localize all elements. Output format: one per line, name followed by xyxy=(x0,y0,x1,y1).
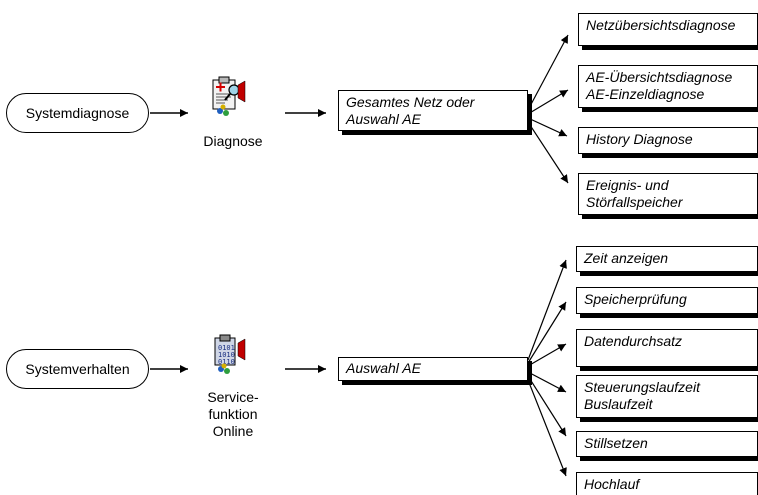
tool-label-service-funktion-online: Service- funktion Online xyxy=(196,389,270,440)
svg-text:0110: 0110 xyxy=(218,358,235,366)
arrow-to-hochlauf xyxy=(527,379,567,477)
tool-label-line: Service- xyxy=(207,389,259,405)
start-node-label: Systemdiagnose xyxy=(25,105,130,121)
outcome-line: Zeit anzeigen xyxy=(584,250,669,266)
outcome-line: Netzübersichtsdiagnose xyxy=(586,17,736,33)
arrow-to-netzuebersicht xyxy=(527,34,569,111)
svg-text:1010: 1010 xyxy=(218,351,235,359)
arrow-to-zeit xyxy=(527,259,567,361)
arrow-to-datendurchsatz xyxy=(527,343,567,367)
outcome-line: Buslaufzeit xyxy=(584,396,653,412)
outcome-box-speicherpruefung: Speicherprüfung xyxy=(576,287,758,314)
outcome-box-hochlauf: Hochlauf xyxy=(576,472,758,495)
tool-label-line: Diagnose xyxy=(203,133,263,149)
start-node-systemverhalten: Systemverhalten xyxy=(6,349,149,389)
arrow-to-stillsetzen xyxy=(527,375,567,437)
selection-line: Auswahl AE xyxy=(346,111,421,127)
arrow-to-ereignis xyxy=(527,121,569,184)
outcome-box-ae-diagnose: AE-Übersichtsdiagnose AE-Einzeldiagnose xyxy=(578,65,758,108)
outcome-line: Steuerungslaufzeit xyxy=(584,379,700,395)
arrow-to-history xyxy=(527,117,568,137)
tool-label-diagnose: Diagnose xyxy=(196,133,270,150)
start-node-systemdiagnose: Systemdiagnose xyxy=(6,93,149,133)
arrow-to-ae-diagnose xyxy=(527,89,569,115)
outcome-box-datendurchsatz: Datendurchsatz xyxy=(576,329,758,367)
outcome-box-history-diagnose: History Diagnose xyxy=(578,127,758,154)
selection-line: Auswahl AE xyxy=(346,360,421,376)
outcome-line: History Diagnose xyxy=(586,131,693,147)
outcome-line: AE-Übersichtsdiagnose xyxy=(586,69,733,85)
outcome-line: AE-Einzeldiagnose xyxy=(586,86,705,102)
outcome-line: Hochlauf xyxy=(584,476,640,492)
outcome-line: Störfallspeicher xyxy=(586,194,683,210)
clipboard-diagnose-icon xyxy=(212,76,246,116)
svg-text:0101: 0101 xyxy=(218,344,235,352)
service-function-online-icon: 0101 1010 0110 xyxy=(214,334,246,374)
outcome-box-netzuebersichtsdiagnose: Netzübersichtsdiagnose xyxy=(578,13,758,46)
tool-label-line: funktion xyxy=(208,406,258,422)
selection-box-gesamtes-netz: Gesamtes Netz oder Auswahl AE xyxy=(338,90,528,131)
outcome-line: Datendurchsatz xyxy=(584,333,683,349)
start-node-label: Systemverhalten xyxy=(25,361,130,377)
selection-line: Gesamtes Netz oder xyxy=(346,94,475,110)
arrow-to-steuerungslaufzeit xyxy=(527,371,567,393)
outcome-box-steuerungslaufzeit: Steuerungslaufzeit Buslaufzeit xyxy=(576,375,758,418)
outcome-box-zeit-anzeigen: Zeit anzeigen xyxy=(576,246,758,272)
outcome-box-stillsetzen: Stillsetzen xyxy=(576,431,758,457)
selection-box-auswahl-ae: Auswahl AE xyxy=(338,357,528,381)
outcome-line: Stillsetzen xyxy=(584,435,648,451)
outcome-line: Ereignis- und xyxy=(586,177,669,193)
arrow-to-speicher xyxy=(527,301,567,364)
outcome-line: Speicherprüfung xyxy=(584,291,687,307)
outcome-box-ereignis-stoerfallspeicher: Ereignis- und Störfallspeicher xyxy=(578,173,758,215)
tool-label-line: Online xyxy=(212,423,254,439)
